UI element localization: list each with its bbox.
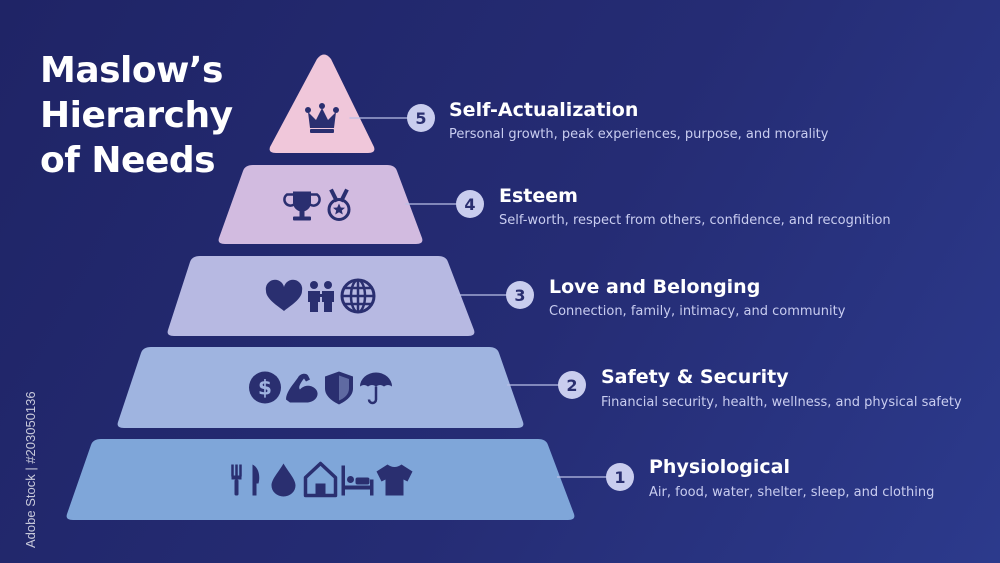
trophy-icon — [283, 191, 321, 221]
level-number: 2 — [566, 376, 577, 395]
pyramid-tier-1 — [66, 439, 575, 520]
level-number: 1 — [614, 468, 625, 487]
svg-text:$: $ — [258, 376, 272, 400]
page-title: Maslow’s Hierarchy of Needs — [40, 48, 233, 183]
shield-icon — [325, 371, 353, 405]
level-description: Self-worth, respect from others, confide… — [499, 213, 891, 228]
muscle-icon — [286, 373, 318, 403]
pyramid-tier-4 — [218, 165, 423, 244]
house-icon — [303, 461, 338, 498]
level-number-badge — [456, 190, 484, 218]
heart-icon — [265, 279, 303, 311]
tshirt-icon — [376, 464, 413, 496]
title-line-2: Hierarchy — [40, 95, 233, 136]
level-title: Esteem — [499, 185, 578, 207]
medal-icon — [327, 188, 351, 221]
water-drop-icon — [271, 463, 296, 497]
umbrella-icon — [360, 372, 392, 405]
utensils-icon — [231, 464, 260, 496]
level-description: Financial security, health, wellness, an… — [601, 395, 962, 410]
dollar-icon: $ — [249, 371, 281, 404]
level-description: Air, food, water, shelter, sleep, and cl… — [649, 485, 934, 500]
bed-icon — [341, 465, 374, 496]
level-title: Self-Actualization — [449, 99, 638, 121]
level-title: Safety & Security — [601, 366, 789, 388]
level-number-badge — [606, 463, 634, 491]
globe-icon — [340, 278, 376, 314]
level-number: 5 — [415, 109, 426, 128]
level-title: Love and Belonging — [549, 276, 760, 298]
title-line-3: of Needs — [40, 140, 216, 181]
level-number-badge — [506, 281, 534, 309]
people-icon — [308, 281, 334, 312]
level-description: Personal growth, peak experiences, purpo… — [449, 127, 829, 142]
level-number: 4 — [464, 195, 475, 214]
level-description: Connection, family, intimacy, and commun… — [549, 304, 846, 319]
crown-icon — [305, 103, 339, 133]
level-title: Physiological — [649, 456, 790, 478]
level-number-badge — [558, 371, 586, 399]
level-number: 3 — [514, 286, 525, 305]
level-number-badge — [407, 104, 435, 132]
title-line-1: Maslow’s — [40, 50, 223, 91]
pyramid-tier-2 — [117, 347, 524, 428]
